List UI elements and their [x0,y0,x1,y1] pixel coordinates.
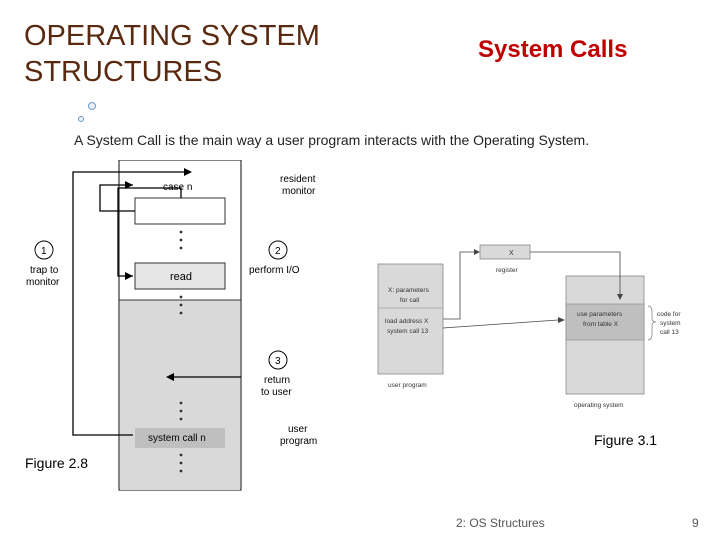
slide-title: OPERATING SYSTEM STRUCTURES [24,18,404,90]
load-label-2: system call 13 [387,328,429,335]
user-program-box [377,263,444,375]
user-program-small-label: user program [388,382,427,389]
step-2-number: 2 [275,246,281,257]
slide-title-line2: STRUCTURES [24,56,223,88]
step-3-marker [268,350,288,370]
user-program-region [120,300,240,490]
bullet-decoration-icon [88,102,96,110]
code-bracket [647,305,657,341]
figure-2-8-caption: Figure 2.8 [25,455,89,471]
step-1-number: 1 [41,246,47,257]
code-for-label-1: code for [657,311,681,318]
register-x-label: X [509,250,514,257]
step-2-label: perform I/O [249,265,300,276]
memory-dots-1 [179,230,183,250]
code-for-label-3: call 13 [660,329,679,336]
page-number: 9 [692,516,699,530]
slide-title-line1: OPERATING SYSTEM [24,20,320,52]
os-handler-box [565,303,645,341]
step-1-label-2: monitor [26,277,60,288]
load-label-1: load address X [385,318,429,325]
load-register-arrow [443,251,474,320]
read-label: read [170,271,192,283]
figure-3-1-caption: Figure 3.1 [594,432,658,448]
params-label-1: X: parameters [388,287,430,294]
figure-3-1-diagram: X register X: parameters for call load a… [377,244,681,409]
step-1-marker [34,240,54,260]
step-3-label-2: to user [261,387,292,398]
case-n-label: case n [163,182,192,193]
register-box [479,244,531,260]
step-3-number: 3 [275,356,281,367]
intro-text: A System Call is the main way a user pro… [74,132,590,148]
memory-dots-3 [179,401,183,421]
resident-monitor-label-2: monitor [282,186,316,197]
register-label: register [496,267,519,274]
code-for-label-2: system [660,320,681,327]
figure-2-8-diagram: case n resident monitor read 1 trap to m… [24,160,346,492]
system-call-box [135,428,225,448]
trap-os-arrow [442,319,559,329]
memory-dots-4 [179,453,183,473]
user-program-label-2: program [280,436,317,447]
use-params-label-1: use parameters [577,311,623,318]
register-os-arrow [530,251,621,294]
slide-subtitle: System Calls [478,36,628,63]
step-2-marker [268,240,288,260]
step-1-label-1: trap to [30,265,59,276]
read-box [134,262,226,290]
memory-dots-2 [179,295,183,315]
user-program-label-1: user [288,424,308,435]
use-params-label-2: from table X [583,321,619,328]
params-label-2: for call [400,297,420,304]
case-box [134,197,226,225]
system-call-n-label: system call n [148,433,206,444]
read-arrow [117,187,182,277]
step-3-label-1: return [264,375,290,386]
resident-monitor-label-1: resident [280,174,316,185]
bullet-decoration-small-icon [78,116,84,122]
trap-arrow [72,171,184,436]
operating-system-label: operating system [574,402,624,409]
footer-section-label: 2: OS Structures [456,516,545,530]
